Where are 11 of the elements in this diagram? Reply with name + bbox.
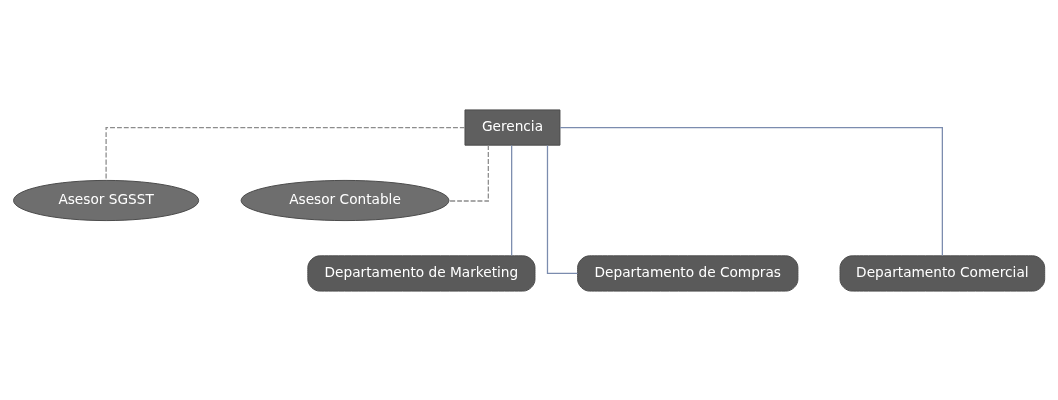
node-box: Gerencia <box>464 108 561 146</box>
node-box: Departamento de Compras <box>577 254 799 292</box>
connector <box>511 144 513 256</box>
node-ellipse: Asesor Contable <box>240 179 450 221</box>
connector <box>448 144 489 202</box>
connector <box>559 126 943 256</box>
node-box: Departamento Comercial <box>839 254 1046 292</box>
node-box: Departamento de Marketing <box>307 254 536 292</box>
node-ellipse: Asesor SGSST <box>13 179 200 221</box>
connector <box>546 144 579 274</box>
connector <box>105 126 466 181</box>
